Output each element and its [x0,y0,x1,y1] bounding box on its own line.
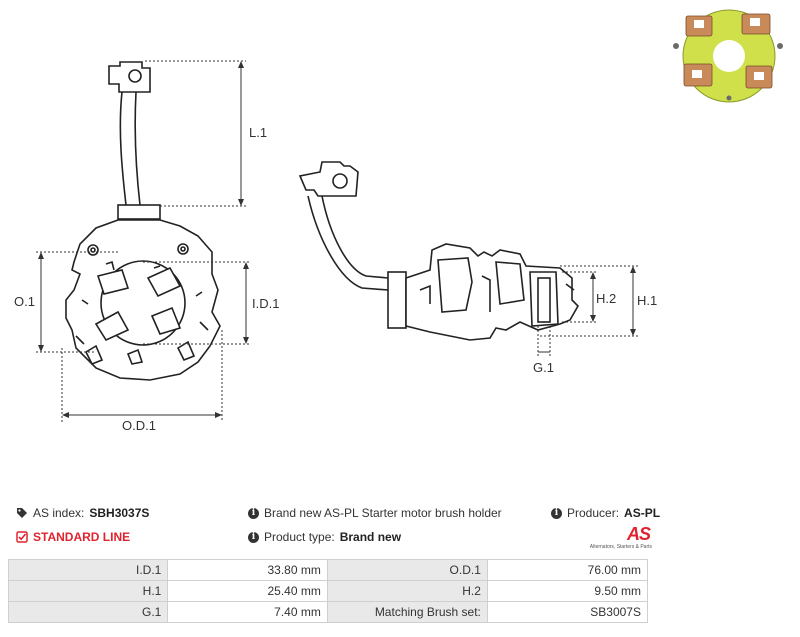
spec-key: I.D.1 [7,559,169,581]
product-photo [673,9,783,103]
checkbox-icon [16,531,28,543]
spec-value: 7.40 mm [167,601,328,623]
product-type-value: Brand new [339,530,402,544]
as-index-value: SBH3037S [89,506,150,520]
dim-l1-label: L.1 [249,125,267,140]
spec-key: O.D.1 [326,559,488,581]
dim-id1-label: I.D.1 [252,296,279,311]
as-index: AS index: SBH3037S [16,506,149,520]
table-row: G.1 7.40 mm Matching Brush set: SB3007S [7,601,649,623]
spec-value: 9.50 mm [486,580,649,602]
product-type: i Product type: Brand new [248,530,401,544]
spec-key: G.1 [7,601,169,623]
as-pl-logo: AS Alternators, Starters & Parts [584,524,654,552]
producer-label: Producer: [567,506,620,520]
dim-o1-label: O.1 [14,294,35,309]
product-type-label: Product type: [264,530,335,544]
spec-key: H.1 [7,580,169,602]
description-text: Brand new AS-PL Starter motor brush hold… [264,506,502,520]
dim-h1-label: H.1 [637,293,657,308]
dim-g1-label: G.1 [533,360,554,375]
tag-icon [17,508,27,518]
logo-mark: AS [626,524,651,544]
specs-table: I.D.1 33.80 mm O.D.1 76.00 mm H.1 25.40 … [7,559,649,623]
info-icon: i [248,531,259,543]
info-icon: i [551,507,562,519]
as-index-label: AS index: [33,506,85,520]
table-row: H.1 25.40 mm H.2 9.50 mm [7,580,649,602]
logo-tagline: Alternators, Starters & Parts [589,544,652,550]
producer-value: AS-PL [624,506,661,520]
standard-line-text: STANDARD LINE [33,530,131,544]
technical-drawing: L.1 O.1 I.D.1 O.D.1 H.1 H.2 G.1 [14,60,657,433]
spec-value: 33.80 mm [167,559,328,581]
standard-line-badge: STANDARD LINE [16,530,130,544]
spec-value: SB3007S [486,601,649,623]
spec-key: H.2 [326,580,488,602]
producer: i Producer: AS-PL [551,506,660,520]
product-description: i Brand new AS-PL Starter motor brush ho… [248,506,502,520]
spec-key: Matching Brush set: [326,601,488,623]
info-icon: i [248,507,259,519]
dim-od1-label: O.D.1 [122,418,156,433]
dim-h2-label: H.2 [596,291,616,306]
spec-value: 25.40 mm [167,580,328,602]
product-info: AS index: SBH3037S i Brand new AS-PL Sta… [0,500,800,556]
table-row: I.D.1 33.80 mm O.D.1 76.00 mm [7,559,649,581]
spec-value: 76.00 mm [486,559,649,581]
